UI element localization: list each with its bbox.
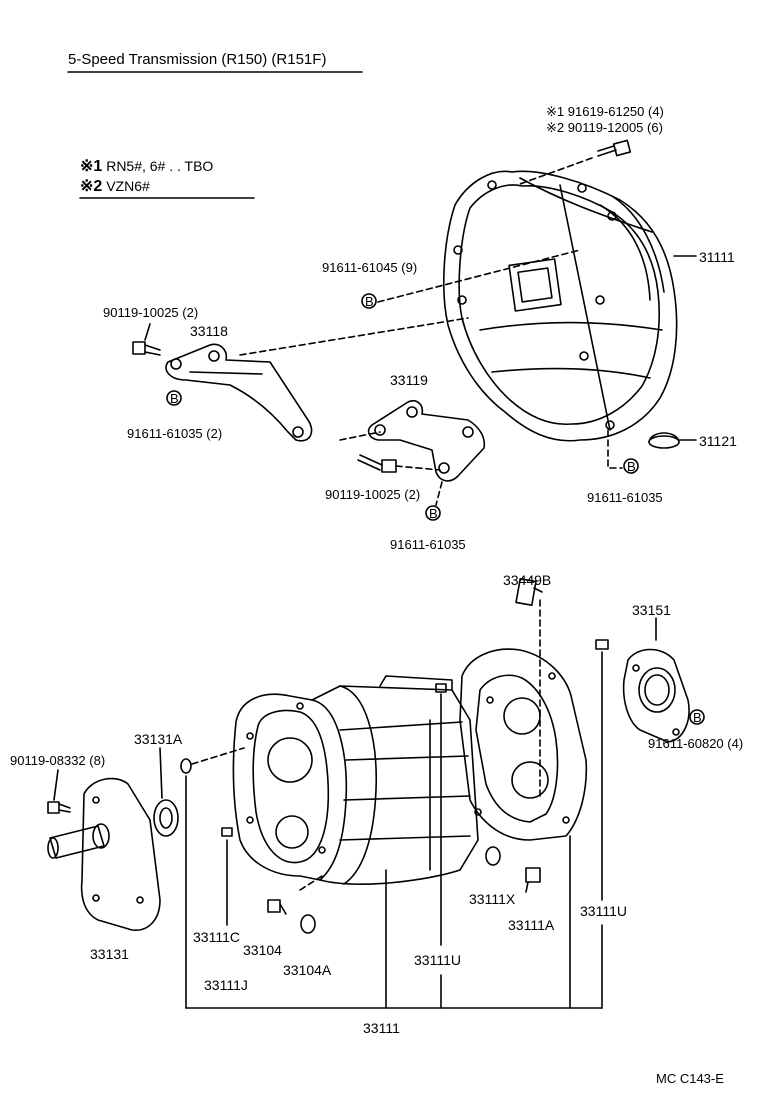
diagram-code: MC C143-E <box>656 1071 724 1086</box>
washer-marker: B <box>365 294 374 309</box>
leader-dashed <box>395 465 441 471</box>
leader <box>144 323 151 341</box>
note-text: VZN6# <box>106 178 150 194</box>
pin-33111u-left <box>180 758 192 774</box>
note-2: ※2 VZN6# <box>80 178 150 195</box>
bolt-90119-10025-b <box>357 454 397 473</box>
label-33119: 33119 <box>390 372 428 388</box>
bearing-retainer-33131 <box>47 777 161 931</box>
leader-dashed <box>519 157 593 185</box>
washer-markers <box>166 293 705 725</box>
label-91611-61035-b: 91611-61035 <box>390 537 466 552</box>
pin-33111u-right <box>595 639 609 650</box>
gasket-33104A <box>300 914 316 934</box>
plug-33104 <box>267 899 287 915</box>
bolt-90119-10025-a <box>132 341 161 356</box>
label-91611-61035-c: 91611-61035 <box>587 490 663 505</box>
leader-dashed <box>607 429 623 469</box>
label-31121: 31121 <box>699 433 737 449</box>
note-mark: ※1 <box>546 104 565 119</box>
bolt-91619 <box>597 139 632 157</box>
note-text: RN5#, 6# . . TBO <box>106 158 214 174</box>
transmission-case <box>232 675 479 885</box>
bracket-33119 <box>367 399 486 482</box>
pin-33111c <box>221 827 233 837</box>
washer-marker: B <box>693 710 702 725</box>
label-31111: 31111 <box>699 249 735 265</box>
bearing-retainer-33151 <box>622 648 690 743</box>
leader-dashed <box>191 747 245 765</box>
leader <box>53 769 59 801</box>
leader-dashed <box>239 317 469 356</box>
label-33118: 33118 <box>190 323 228 339</box>
oil-seal-33131A <box>153 799 179 837</box>
label-33449b: 33449B <box>503 572 552 588</box>
washer-marker: B <box>170 391 179 406</box>
bolt-90119-08332 <box>47 801 71 814</box>
label-91611-61045: 91611-61045 (9) <box>322 260 418 275</box>
washer-marker: B <box>429 506 438 521</box>
leader <box>159 747 163 799</box>
label-33131: 33131 <box>90 946 129 962</box>
plug-33111A <box>525 867 541 893</box>
label-91611-60820: 91611-60820 (4) <box>648 736 744 751</box>
label-33151: 33151 <box>632 602 671 618</box>
label-33111u-b: 33111U <box>580 903 627 919</box>
part-number: 90119-12005 (6) <box>567 120 663 135</box>
label-90119-08332: 90119-08332 (8) <box>10 753 106 768</box>
label-91611-61035-a: 91611-61035 (2) <box>127 426 223 441</box>
label-90119-10025-a: 90119-10025 (2) <box>103 305 199 320</box>
leader-dashed <box>435 481 443 506</box>
note-mark: ※2 <box>546 120 565 135</box>
assembly-bracket-33111 <box>185 775 603 1009</box>
note-1: ※1 RN5#, 6# . . TBO <box>80 158 213 175</box>
label-33111: 33111 <box>363 1020 400 1036</box>
bolt-ref-1: ※1 91619-61250 (4) <box>546 104 664 120</box>
label-33111c: 33111C <box>193 929 240 945</box>
note-mark: ※1 <box>80 158 103 175</box>
pin-33111u-mid <box>435 683 447 693</box>
diagram-title: 5-Speed Transmission (R150) (R151F) <box>68 51 327 68</box>
label-33111j: 33111J <box>204 977 248 993</box>
label-33111u-a: 33111U <box>414 952 461 968</box>
clutch-housing <box>443 170 678 442</box>
note-mark: ※2 <box>80 178 103 195</box>
leader-dashed <box>339 431 381 441</box>
plug-31121 <box>648 432 680 449</box>
label-33104: 33104 <box>243 942 282 958</box>
label-33104a: 33104A <box>283 962 332 978</box>
washer-marker: B <box>627 459 636 474</box>
label-90119-10025-b: 90119-10025 (2) <box>325 487 421 502</box>
part-33449B <box>515 577 543 607</box>
bolt-ref-2: ※2 90119-12005 (6) <box>546 120 663 136</box>
label-33131a: 33131A <box>134 731 183 747</box>
label-33111a: 33111A <box>508 917 555 933</box>
label-33111x: 33111X <box>469 891 516 907</box>
leader-dashed <box>377 249 581 303</box>
bracket-33118 <box>165 343 313 442</box>
gasket-33111X <box>485 846 501 866</box>
extension-housing <box>459 648 588 841</box>
leader-dashed <box>299 875 323 891</box>
part-number: 91619-61250 (4) <box>567 104 664 119</box>
